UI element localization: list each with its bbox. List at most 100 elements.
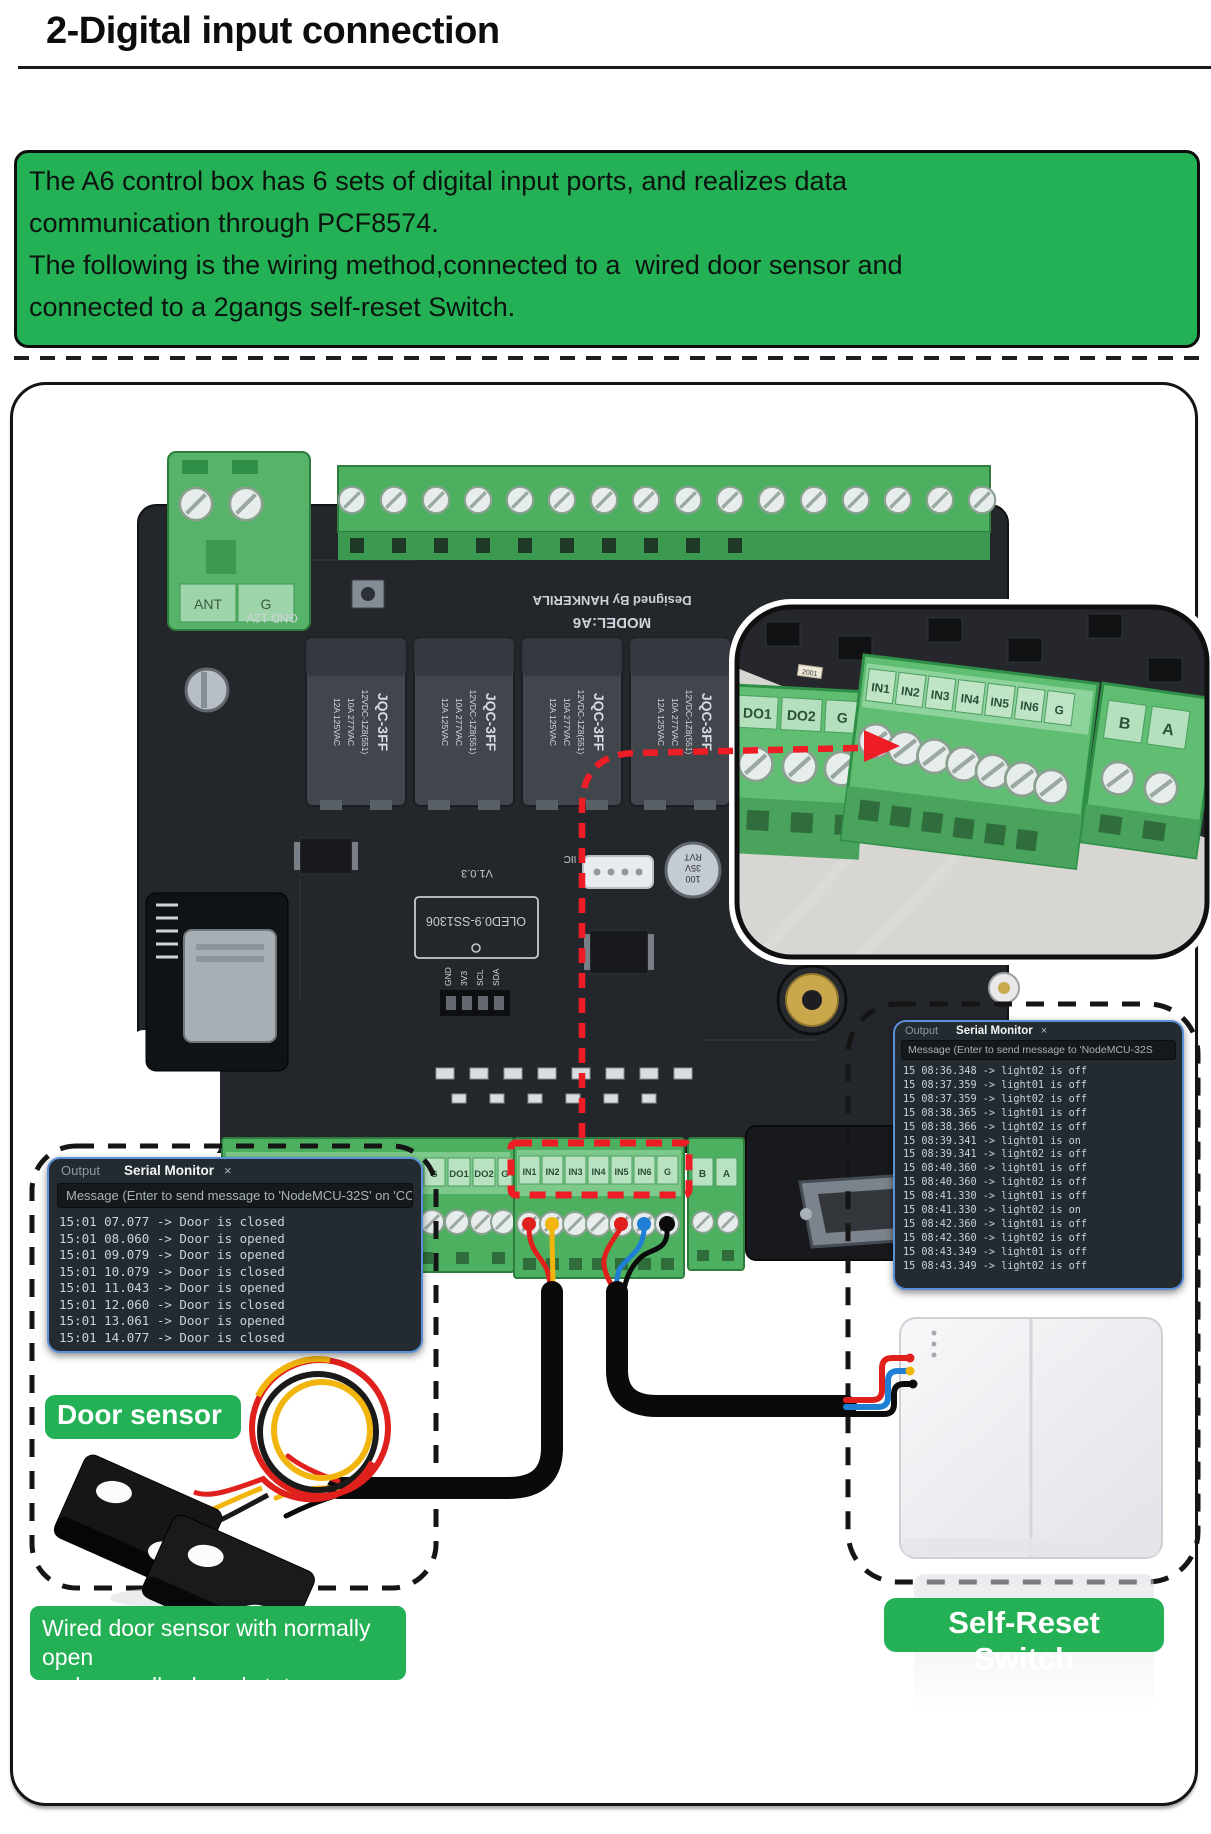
serial-log-line: 15:01 14.077 -> Door is closed bbox=[59, 1329, 285, 1345]
coin-battery bbox=[776, 964, 848, 1036]
serial-message-input[interactable]: Message (Enter to send message to 'NodeM… bbox=[57, 1183, 413, 1208]
model-silk-line2: Designed By HANKERILA bbox=[532, 593, 692, 608]
serial-log-line: 15 08:43.349 -> light02 is off bbox=[903, 1260, 1088, 1272]
serial-log-line: 15:01 12.060 -> Door is closed bbox=[59, 1296, 285, 1312]
ant-label: ANT bbox=[194, 596, 222, 612]
serial-log-line: 15:01 09.079 -> Door is opened bbox=[59, 1247, 285, 1262]
relay-sub: 10A 277VAC bbox=[562, 698, 572, 746]
close-icon[interactable]: × bbox=[1040, 1025, 1048, 1037]
serial-log-line: 15:01 08.060 -> Door is opened bbox=[59, 1230, 285, 1246]
inset-terminal-label: A bbox=[1161, 721, 1175, 740]
terminal-label: IN5 bbox=[614, 1167, 628, 1177]
door-sensor-label: Door sensor bbox=[45, 1395, 241, 1439]
relay-2: JQC-3FF 12VDC-1Z8(551) 10A 277VAC 12A 12… bbox=[413, 637, 515, 810]
resistor-label: 2001 bbox=[801, 669, 818, 678]
description-line: The A6 control box has 6 sets of digital… bbox=[29, 166, 847, 196]
relay-label: JQC-3FF bbox=[699, 693, 715, 752]
relay-1: JQC-3FF 12VDC-1Z8(551) 10A 277VAC 12A 12… bbox=[305, 637, 407, 810]
pin-label: 3V3 bbox=[459, 971, 469, 986]
relay-sub: 12VDC-1Z8(551) bbox=[360, 690, 370, 755]
oled-footprint: OLED0.9-SS1306 bbox=[414, 896, 539, 959]
relay-sub: 12VDC-1Z8(551) bbox=[684, 690, 694, 755]
caption-line: and normally closed states. bbox=[42, 1673, 321, 1699]
inset-terminal-label: DO2 bbox=[787, 707, 817, 724]
zoom-callout-path bbox=[578, 730, 900, 1138]
caption-line: Wired door sensor with normally open bbox=[42, 1615, 371, 1670]
rs485-terminal-block: B A bbox=[687, 1137, 745, 1271]
esp32-module bbox=[145, 892, 289, 1072]
inset-terminal-label: B bbox=[1118, 715, 1132, 733]
terminal-label: DO1 bbox=[449, 1169, 469, 1180]
relay-4: JQC-3FF 12VDC-1Z8(551) 10A 277VAC 12A 12… bbox=[629, 637, 731, 810]
in-terminals-highlight bbox=[507, 1139, 693, 1199]
serial-log-line: 15 08:40.360 -> light02 is off bbox=[903, 1177, 1088, 1189]
description-line: The following is the wiring method,conne… bbox=[29, 250, 903, 280]
close-icon[interactable]: × bbox=[224, 1163, 232, 1178]
inset-terminal-label: IN3 bbox=[930, 687, 951, 703]
passive-component-row bbox=[435, 1067, 693, 1104]
door-sensor-cable bbox=[327, 1281, 563, 1499]
serial-log-line: 15 08:41.330 -> light01 is off bbox=[903, 1191, 1088, 1203]
ant-terminal: ANT G bbox=[167, 451, 311, 631]
door-sensor-caption: Wired door sensor with normally open and… bbox=[30, 1606, 406, 1699]
relay-sub: 12A 125VAC bbox=[548, 698, 558, 746]
terminal-label: A bbox=[723, 1169, 730, 1180]
oled-silk-label: OLED0.9-SS1306 bbox=[426, 914, 526, 928]
wire-coil bbox=[193, 1356, 391, 1525]
inset-terminal-label: IN1 bbox=[870, 680, 891, 696]
serial-log-line: 15 08:39.341 -> light02 is off bbox=[903, 1149, 1088, 1161]
reset-button bbox=[351, 579, 385, 609]
serial-log-line: 15 08:43.349 -> light01 is off bbox=[903, 1246, 1088, 1258]
tab-output[interactable]: Output bbox=[61, 1163, 101, 1178]
terminal-label: IN6 bbox=[637, 1167, 651, 1177]
serial-log-line: 15:01 07.077 -> Door is closed bbox=[59, 1214, 285, 1229]
terminal-label: DO2 bbox=[474, 1169, 494, 1180]
model-silk: MODEL:A6 Designed By HANKERILA bbox=[532, 593, 692, 631]
serial-log-line: 15 08:38.365 -> light01 is off bbox=[903, 1107, 1088, 1119]
iic-pin-header: GND 3V3 SCL SDA bbox=[440, 967, 510, 1016]
monitor-tab-bar: Output Serial Monitor × bbox=[895, 1022, 1182, 1038]
relay-sub: 10A 277VAC bbox=[454, 698, 464, 746]
soic-chip bbox=[584, 929, 654, 975]
version-silk-label: V1.0.3 bbox=[461, 867, 493, 879]
terminal-label: G bbox=[501, 1169, 508, 1180]
terminal-label: IN2 bbox=[545, 1167, 559, 1177]
inset-terminal-label: IN6 bbox=[1019, 698, 1040, 714]
relay-label: JQC-3FF bbox=[375, 693, 391, 752]
iic-silk-label: IIC bbox=[564, 853, 577, 864]
inset-terminal-label: IN4 bbox=[960, 691, 981, 707]
relay-label: JQC-3FF bbox=[483, 693, 499, 752]
title-underline bbox=[18, 66, 1211, 69]
terminal-label: B bbox=[699, 1169, 706, 1180]
terminal-label: G bbox=[664, 1167, 671, 1177]
white-connector bbox=[582, 855, 654, 889]
inset-in-block: IN1 IN2 IN3 IN4 IN5 IN6 G bbox=[839, 653, 1100, 870]
relay-label: JQC-3FF bbox=[591, 693, 607, 752]
serial-log-line: 15:01 11.043 -> Door is opened bbox=[59, 1280, 285, 1295]
capacitor bbox=[184, 667, 230, 713]
cap-label: RVT bbox=[684, 852, 702, 862]
model-silk-line1: MODEL:A6 bbox=[573, 614, 651, 631]
tab-serial-monitor[interactable]: Serial Monitor bbox=[956, 1025, 1033, 1037]
serial-log-line: 15 08:36.348 -> light02 is off bbox=[903, 1066, 1088, 1077]
cap-label: 35V bbox=[685, 863, 701, 873]
page-title: 2-Digital input connection bbox=[46, 10, 500, 52]
tab-output[interactable]: Output bbox=[905, 1025, 939, 1037]
power-silk-label: GND 12V bbox=[246, 611, 297, 625]
inset-rs485-block: B A bbox=[1079, 681, 1207, 860]
door-serial-monitor-window: Output Serial Monitor × Message (Enter t… bbox=[47, 1157, 423, 1353]
serial-log-line: 15 08:38.366 -> light02 is off bbox=[903, 1121, 1088, 1133]
terminal-label: IN1 bbox=[522, 1167, 536, 1177]
zoom-inset-photo: 2001 1001 1002 DO1 DO2 G bbox=[729, 599, 1211, 965]
serial-log-line: 15:01 13.061 -> Door is opened bbox=[59, 1313, 285, 1328]
serial-message-input[interactable]: Message (Enter to send message to 'NodeM… bbox=[901, 1040, 1176, 1060]
switch-cable bbox=[606, 1281, 857, 1417]
terminal-label: IN3 bbox=[568, 1167, 582, 1177]
description-line: connected to a 2gangs self-reset Switch. bbox=[29, 292, 516, 322]
soic-chip bbox=[294, 837, 358, 875]
description-box: The A6 control box has 6 sets of digital… bbox=[14, 150, 1200, 348]
tab-serial-monitor[interactable]: Serial Monitor bbox=[124, 1163, 215, 1178]
